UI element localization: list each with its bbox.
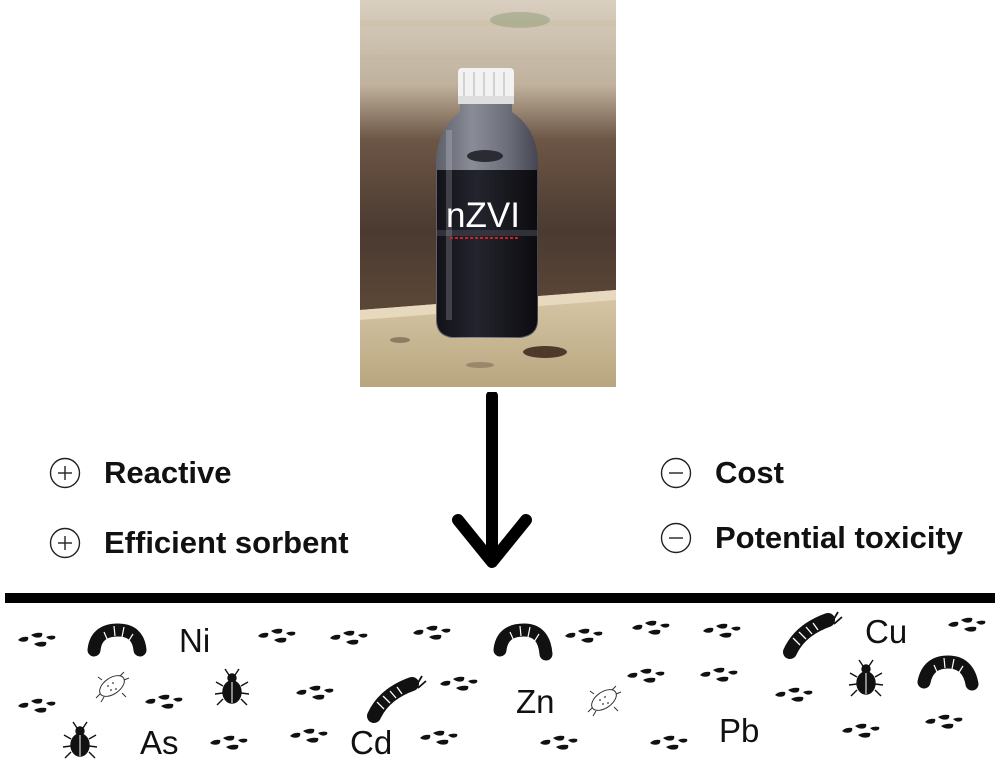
advantage-reactive: Reactive [49,455,232,491]
soil-particle-icon [258,628,296,643]
soil-particle-icon [440,676,478,691]
soil-layer [18,611,986,759]
metal-label-ni: Ni [179,622,211,659]
soil-particle-icon [842,723,880,738]
soil-particle-icon [650,735,688,750]
plus-circle-icon [49,527,81,559]
plus-circle-icon [49,457,81,489]
minus-circle-icon [660,457,692,489]
metal-label-cu: Cu [865,613,908,650]
soil-particle-icon [627,668,665,683]
soil-surface-line [5,593,995,603]
bacterium-dots [107,682,117,691]
metal-label-zn: Zn [516,683,555,720]
soil-particle-icon [18,698,56,713]
bacterium-icon [587,685,622,717]
soil-particle-icon [18,632,56,647]
down-arrow-icon [452,392,532,568]
soil-particle-icon [565,628,603,643]
disadvantage-label: Cost [715,455,784,490]
beetle-icon [848,659,884,697]
soil-particle-icon [296,685,334,700]
advantage-label: Reactive [104,455,232,490]
soil-particle-icon [703,623,741,638]
bacterium-icon [95,671,130,703]
soil-particle-icon [700,667,738,682]
bottle-photo: nZVI [360,0,616,387]
soil-particle-icon [540,735,578,750]
soil-particle-icon [925,714,963,729]
bacterium-dots [599,696,609,705]
disadvantage-label: Potential toxicity [715,520,964,555]
metal-label-as: As [140,724,179,761]
advantage-label: Efficient sorbent [104,525,349,560]
beetle-icon [62,721,98,759]
metal-label-cd: Cd [350,724,393,761]
caterpillar-icon [783,611,843,659]
caterpillar-icon [367,675,427,723]
advantage-sorbent: Efficient sorbent [49,525,349,561]
beetle-icon [214,668,250,706]
minus-circle-icon [660,522,692,554]
soil-particle-icon [145,694,183,709]
soil-particle-icon [420,730,458,745]
metal-label-pb: Pb [719,712,760,749]
soil-particle-icon [632,620,670,635]
disadvantage-cost: Cost [660,455,784,491]
bottle-label: nZVI [446,196,520,235]
earthworm-icon [493,623,553,661]
soil-particle-icon [290,728,328,743]
soil-particle-icon [210,735,248,750]
disadvantage-toxicity: Potential toxicity [660,520,963,556]
earthworm-icon [917,655,979,691]
soil-particle-icon [330,630,368,645]
soil-particle-icon [413,625,451,640]
earthworm-icon [87,623,147,657]
soil-particle-icon [948,617,986,632]
soil-particle-icon [775,687,813,702]
